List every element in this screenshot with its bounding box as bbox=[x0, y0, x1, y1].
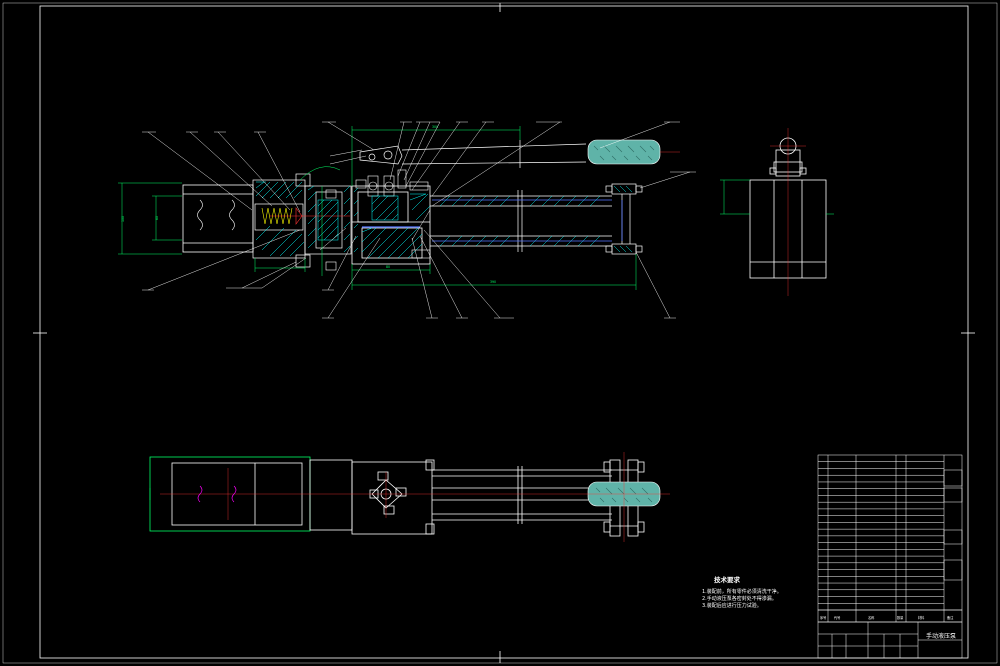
piston-bolts bbox=[367, 169, 431, 259]
header-remark: 备注 bbox=[947, 615, 954, 620]
parts-list-table bbox=[817, 454, 963, 659]
title-block-text: 序号 代号 名称 数量 材料 备注 手动液压泵 bbox=[820, 615, 956, 640]
svg-text:60: 60 bbox=[155, 216, 159, 220]
svg-text:300: 300 bbox=[432, 125, 438, 129]
tech-note-line-1: 1.装配前，所有零件必须清洗干净。 bbox=[702, 588, 782, 595]
spring bbox=[261, 207, 293, 225]
reservoir-block bbox=[182, 184, 254, 253]
hatch-insert bbox=[317, 199, 339, 241]
header-material: 材料 bbox=[918, 615, 925, 620]
header-seq: 序号 bbox=[820, 615, 826, 620]
dim-text: 100 60 300 80 390 bbox=[121, 125, 496, 284]
tech-notes-title: 技术要求 bbox=[714, 575, 741, 584]
tech-note-line-2: 2.手动液压泵各密封处不得渗漏。 bbox=[702, 595, 777, 602]
check-ball bbox=[270, 207, 350, 225]
header-code: 代号 bbox=[834, 615, 840, 620]
header-qty: 数量 bbox=[897, 615, 904, 620]
tech-note-line-3: 3.装配后应进行压力试验。 bbox=[702, 602, 762, 609]
side-view bbox=[720, 128, 834, 296]
dimension-lines bbox=[118, 126, 637, 290]
valve-housing bbox=[252, 173, 352, 268]
svg-text:80: 80 bbox=[386, 265, 390, 269]
header-name: 名称 bbox=[868, 615, 875, 620]
tie-rods bbox=[430, 183, 643, 255]
valve-hatch bbox=[255, 181, 351, 257]
pump-body bbox=[351, 185, 431, 265]
svg-text:100: 100 bbox=[121, 216, 125, 222]
top-view bbox=[149, 452, 670, 542]
main-section-view: 100 60 300 80 390 bbox=[118, 121, 696, 319]
leader-lines bbox=[147, 121, 691, 319]
drawing-title: 手动液压泵 bbox=[926, 632, 956, 640]
pump-piston-hatch bbox=[371, 195, 399, 221]
side-pieces bbox=[325, 179, 367, 271]
pump-body-hatch bbox=[353, 187, 431, 259]
svg-text:390: 390 bbox=[490, 280, 496, 284]
technical-requirements: 技术要求 1.装配前，所有零件必须清洗干净。 2.手动液压泵各密封处不得渗漏。 … bbox=[702, 575, 782, 609]
handle-grip bbox=[587, 139, 680, 165]
leader-shelves bbox=[142, 121, 696, 319]
lever-handle bbox=[359, 140, 587, 168]
